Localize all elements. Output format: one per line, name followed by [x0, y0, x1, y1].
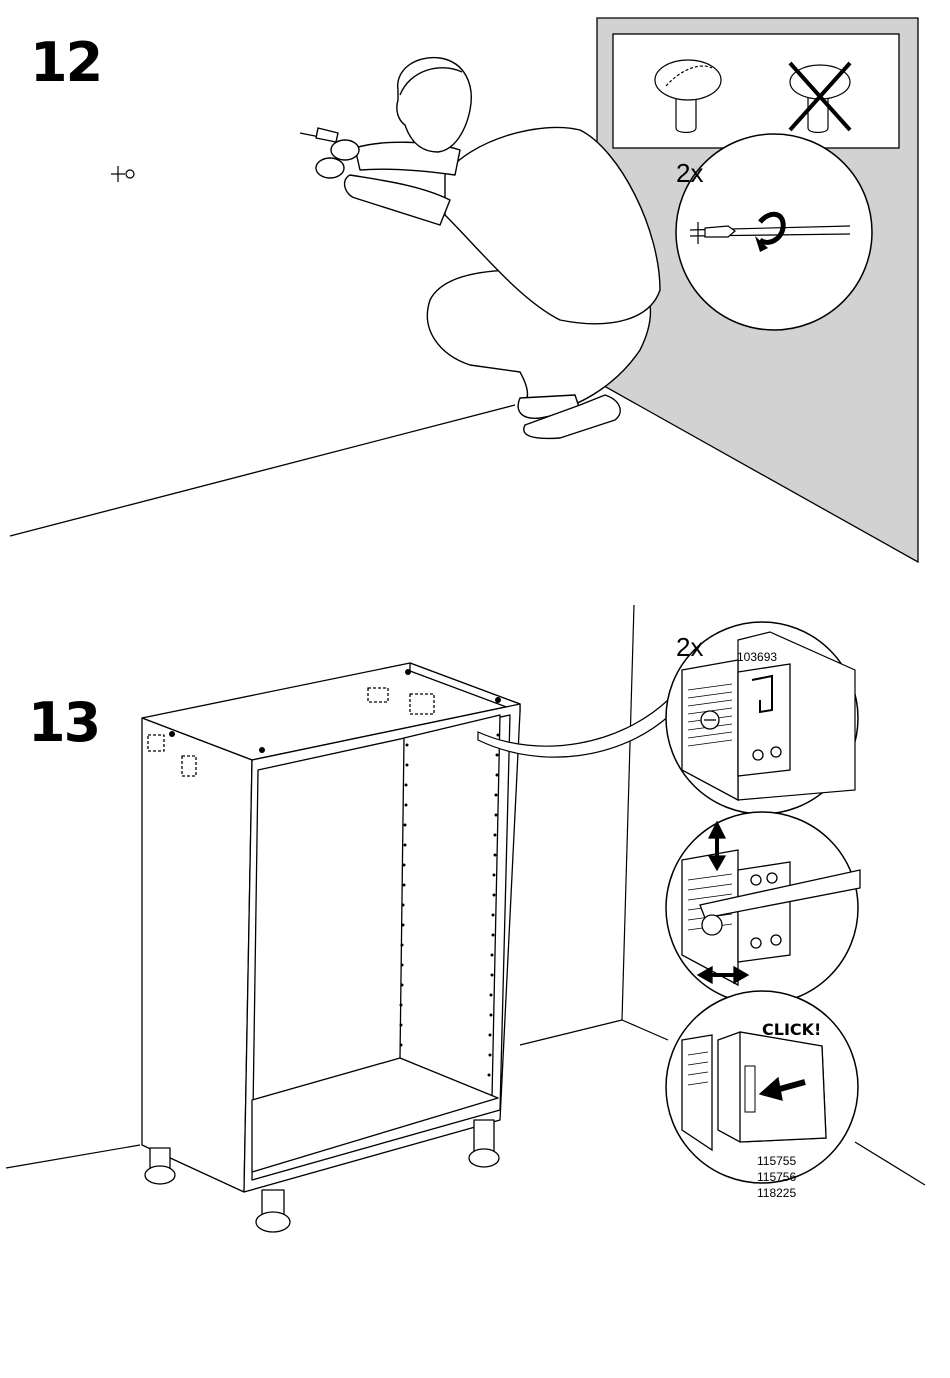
cabinet-frame-icon: [142, 663, 520, 1232]
part-number-list: 115755 115756 118225: [757, 1153, 796, 1201]
part-number-top: 103693: [737, 651, 777, 664]
part-number: 118225: [757, 1185, 796, 1201]
part-number: 115755: [757, 1153, 796, 1169]
adjust-arrows-icon: [666, 812, 860, 1004]
part-number: 115756: [757, 1169, 796, 1185]
screw-icon: [111, 166, 134, 182]
floor-line: [10, 405, 515, 536]
knob-comparison-box: [613, 34, 899, 148]
click-label: CLICK!: [762, 1020, 821, 1039]
step-13-quantity: 2x: [676, 634, 703, 660]
screwdriver-detail-icon: [676, 134, 872, 330]
step-12-quantity: 2x: [676, 160, 703, 186]
